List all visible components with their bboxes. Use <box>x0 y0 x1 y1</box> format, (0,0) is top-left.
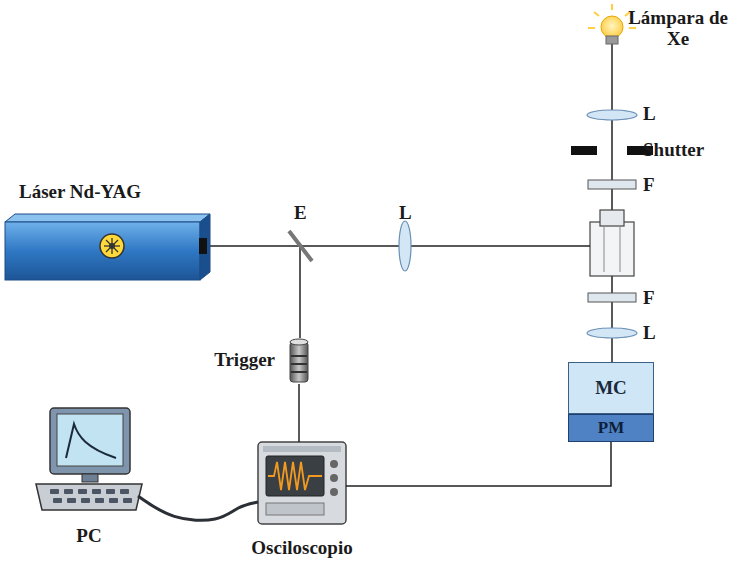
node-label: PC <box>76 526 101 547</box>
cuvette <box>590 210 634 276</box>
reflected-beam <box>299 246 301 338</box>
optical-axis <box>611 44 613 362</box>
node-label: MC <box>595 378 627 399</box>
node-label: PM <box>598 419 624 438</box>
lens <box>399 221 411 271</box>
splitter-label: E <box>294 203 307 224</box>
filter <box>588 180 636 189</box>
beam-splitter <box>289 231 312 261</box>
shutter-label: Shutter <box>643 140 704 161</box>
lamp-label: Lámpara de Xe <box>628 8 728 50</box>
filter-label: F <box>643 288 655 309</box>
node-label: Osciloscopio <box>251 538 352 559</box>
lens-label: L <box>643 323 656 344</box>
photodiode <box>290 339 308 382</box>
monochromator-box: MC <box>568 362 654 414</box>
shutter-blade <box>571 146 597 155</box>
computer-drawing <box>36 408 142 510</box>
lens <box>587 110 637 120</box>
trigger-photodiode: Trigger <box>289 338 309 384</box>
filter-label: F <box>643 175 655 196</box>
signal-wire <box>298 384 300 442</box>
signal-wire <box>346 442 611 486</box>
oscilloscope-drawing <box>258 442 346 524</box>
node-label: Láser Nd-YAG <box>19 182 141 203</box>
laser-body <box>5 214 210 280</box>
lens <box>587 328 637 338</box>
node-label: Trigger <box>214 350 275 371</box>
photomultiplier-box: PM <box>568 414 654 442</box>
computer-icon: PC <box>36 406 142 512</box>
lens-label: L <box>643 104 656 125</box>
laser-box: Láser Nd-YAG <box>5 214 210 280</box>
filter <box>588 293 636 302</box>
laser-beam <box>206 245 590 247</box>
lens-label: L <box>399 203 412 224</box>
data-cable <box>138 496 258 520</box>
oscilloscope-icon: Osciloscopio <box>258 442 346 524</box>
